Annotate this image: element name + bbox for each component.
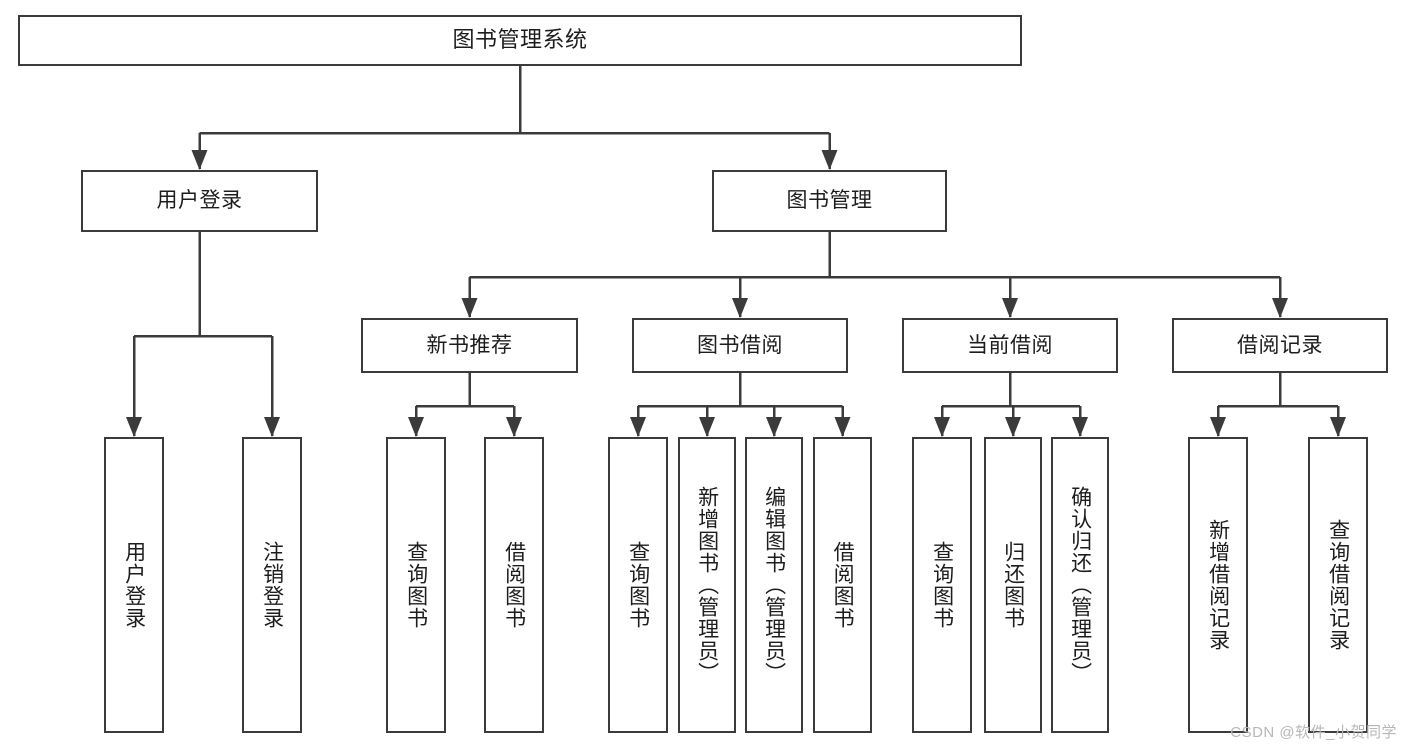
node-book-borrow-label: 图书借阅 [697,333,783,357]
node-leaf-return-book[interactable]: 归还图书 [984,437,1042,733]
node-leaf-add-book-label: 新增图书（管理员） [695,486,719,684]
node-leaf-query-record-label: 查询借阅记录 [1326,519,1350,651]
node-leaf-add-record[interactable]: 新增借阅记录 [1188,437,1248,733]
node-current-borrow[interactable]: 当前借阅 [902,318,1118,373]
node-leaf-query-book-1-label: 查询图书 [404,541,428,629]
node-leaf-confirm-return[interactable]: 确认归还（管理员） [1051,437,1109,733]
node-borrow-record-label: 借阅记录 [1237,333,1323,357]
node-current-borrow-label: 当前借阅 [967,333,1053,357]
node-book-borrow[interactable]: 图书借阅 [632,318,848,373]
node-leaf-user-logout[interactable]: 注销登录 [242,437,302,733]
node-leaf-add-book[interactable]: 新增图书（管理员） [678,437,736,733]
node-leaf-borrow-book-2[interactable]: 借阅图书 [813,437,872,733]
node-leaf-edit-book[interactable]: 编辑图书（管理员） [745,437,803,733]
node-root[interactable]: 图书管理系统 [18,15,1022,66]
node-leaf-query-book-3-label: 查询图书 [930,541,954,629]
node-root-label: 图书管理系统 [452,27,588,53]
node-leaf-edit-book-label: 编辑图书（管理员） [762,486,786,684]
node-leaf-confirm-return-label: 确认归还（管理员） [1068,486,1092,684]
node-leaf-user-login-label: 用户登录 [122,541,146,629]
node-leaf-user-logout-label: 注销登录 [260,541,284,629]
node-user-login-label: 用户登录 [156,189,243,213]
node-new-book-recommend[interactable]: 新书推荐 [361,318,578,373]
node-leaf-query-book-3[interactable]: 查询图书 [912,437,972,733]
node-book-manage[interactable]: 图书管理 [712,170,947,232]
node-leaf-return-book-label: 归还图书 [1001,541,1025,629]
node-leaf-add-record-label: 新增借阅记录 [1206,519,1230,651]
node-book-manage-label: 图书管理 [786,189,873,213]
csdn-watermark: CSDN @软件_小贺同学 [1230,724,1397,741]
node-borrow-record[interactable]: 借阅记录 [1172,318,1388,373]
node-leaf-user-login[interactable]: 用户登录 [104,437,164,733]
node-new-book-recommend-label: 新书推荐 [426,333,513,357]
node-user-login[interactable]: 用户登录 [81,170,318,232]
node-leaf-query-book-1[interactable]: 查询图书 [386,437,446,733]
node-leaf-query-book-2[interactable]: 查询图书 [608,437,668,733]
node-leaf-borrow-book-1-label: 借阅图书 [502,541,526,629]
node-leaf-query-book-2-label: 查询图书 [626,541,650,629]
node-leaf-query-record[interactable]: 查询借阅记录 [1308,437,1368,733]
node-leaf-borrow-book-2-label: 借阅图书 [831,541,855,629]
node-leaf-borrow-book-1[interactable]: 借阅图书 [484,437,544,733]
